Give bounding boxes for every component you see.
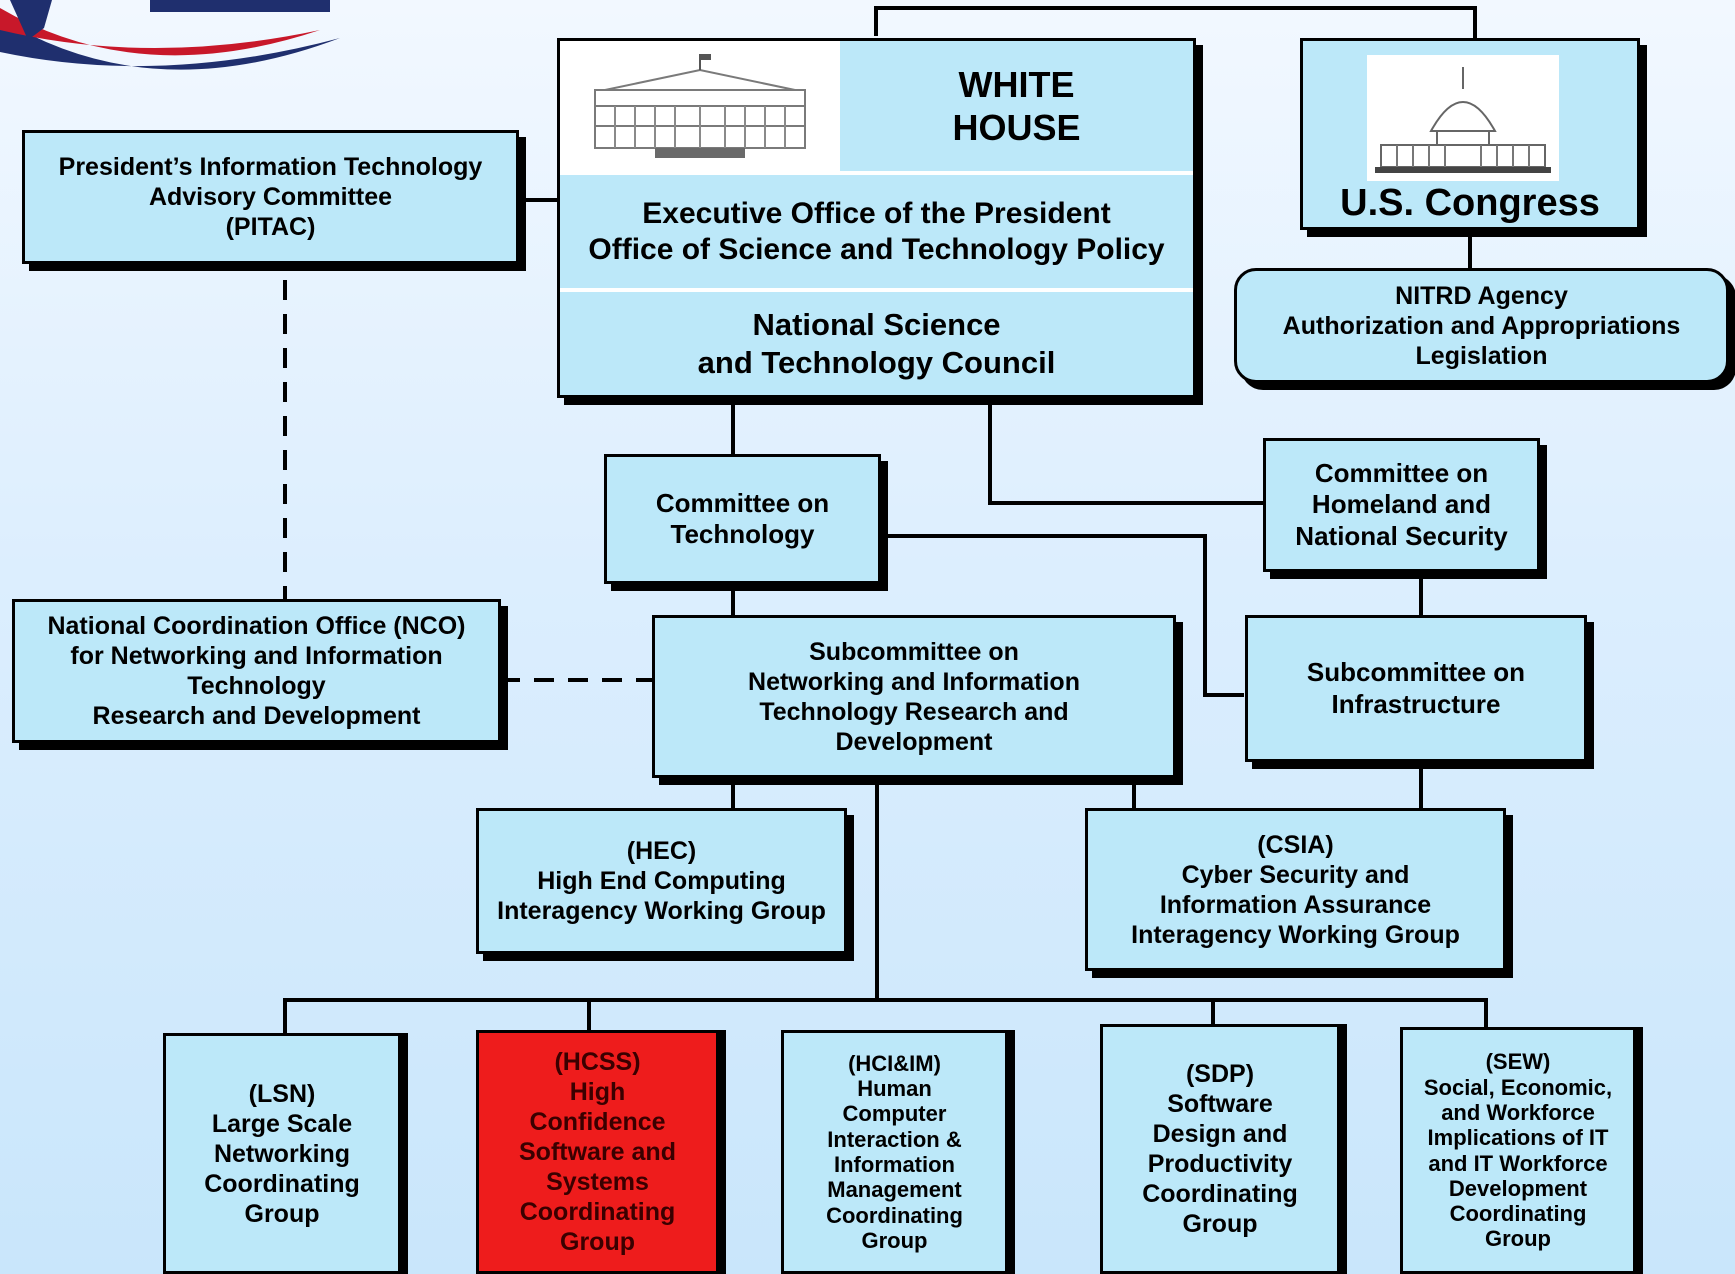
white-house-title-line-1: WHITE (958, 63, 1075, 105)
sdp-line-3: Design and (1152, 1120, 1288, 1148)
sew-line-3: and Workforce (1441, 1099, 1595, 1125)
sew-line-1: (SEW) (1485, 1049, 1551, 1075)
congress-title: U.S. Congress (1340, 182, 1600, 224)
sew-box: (SEW) Social, Economic, and Workforce Im… (1400, 1027, 1636, 1274)
legislation-line-1: NITRD Agency (1395, 281, 1568, 310)
hcss-line-5: Systems (546, 1168, 649, 1196)
nco-box: National Coordination Office (NCO) for N… (12, 599, 501, 743)
pitac-line-1: President’s Information Technology (58, 153, 483, 181)
hec-line-3: Interagency Working Group (497, 897, 826, 925)
hec-line-1: (HEC) (626, 837, 697, 865)
legislation-line-2: Authorization and Appropriations (1282, 311, 1681, 340)
committee-homeland-line-1: Committee on (1314, 458, 1489, 489)
white-house-title-line-2: HOUSE (952, 107, 1081, 148)
csia-line-1: (CSIA) (1257, 830, 1334, 859)
nstc-line-2: and Technology Council (697, 344, 1056, 380)
subcommittee-infrastructure-line-2: Infrastructure (1331, 688, 1501, 719)
subcommittee-infrastructure-line-1: Subcommittee on (1306, 657, 1526, 688)
hcss-line-3: Confidence (529, 1108, 666, 1136)
subcommittee-nitrd-line-2: Networking and Information (748, 667, 1080, 696)
hci-im-line-1: (HCI&IM) (848, 1050, 941, 1076)
pitac-line-2: Advisory Committee (148, 183, 393, 211)
white-house-box: WHITE HOUSE Executive Office of the Pres… (557, 38, 1196, 398)
csia-line-2: Cyber Security and (1181, 860, 1410, 889)
sdp-line-5: Coordinating (1142, 1180, 1298, 1208)
pitac-line-3: (PITAC) (225, 213, 316, 241)
lsn-line-3: Networking (213, 1139, 351, 1168)
eop-ostp-section: Executive Office of the President Office… (560, 171, 1193, 292)
nco-line-4: Research and Development (92, 702, 421, 730)
sdp-line-6: Group (1182, 1210, 1258, 1238)
capitol-illustration (1375, 67, 1551, 173)
white-house-header: WHITE HOUSE (560, 41, 1193, 171)
hec-box: (HEC) High End Computing Interagency Wor… (476, 808, 847, 954)
hci-im-line-3: Computer (842, 1101, 947, 1127)
white-house-illustration (594, 54, 806, 158)
sew-line-7: Coordinating (1449, 1201, 1587, 1227)
hcss-line-7: Group (560, 1228, 635, 1256)
white-house-title: WHITE HOUSE (840, 41, 1193, 171)
capitol-image (1367, 55, 1559, 181)
subcommittee-nitrd-line-4: Development (835, 727, 993, 756)
hcss-line-2: High (569, 1078, 626, 1106)
hci-im-box: (HCI&IM) Human Computer Interaction & In… (781, 1030, 1008, 1274)
csia-box: (CSIA) Cyber Security and Information As… (1085, 808, 1506, 971)
sew-line-5: and IT Workforce (1428, 1150, 1608, 1176)
sdp-box: (SDP) Software Design and Productivity C… (1100, 1024, 1340, 1274)
committee-homeland-box: Committee on Homeland and National Secur… (1263, 438, 1540, 572)
sdp-line-2: Software (1167, 1090, 1273, 1118)
congress-box: U.S. Congress (1300, 38, 1640, 230)
hci-im-line-4: Interaction & (827, 1126, 962, 1152)
lsn-line-2: Large Scale (211, 1109, 353, 1138)
nstc-line-1: National Science (752, 307, 1001, 343)
sew-line-6: Development (1448, 1175, 1588, 1201)
nco-line-3: Technology (187, 672, 326, 700)
sdp-line-4: Productivity (1147, 1150, 1293, 1178)
white-house-image (560, 41, 840, 171)
sdp-line-1: (SDP) (1185, 1060, 1255, 1088)
committee-technology-box: Committee on Technology (604, 454, 881, 584)
committee-homeland-line-3: National Security (1295, 520, 1508, 551)
subcommittee-nitrd-line-1: Subcommittee on (809, 637, 1019, 666)
nitrd-legislation-box: NITRD Agency Authorization and Appropria… (1234, 268, 1729, 383)
hci-im-line-5: Information (834, 1152, 955, 1177)
pitac-box: President’s Information Technology Advis… (22, 130, 519, 264)
hcss-line-6: Coordinating (519, 1198, 676, 1226)
subcommittee-nitrd-box: Subcommittee on Networking and Informati… (652, 615, 1176, 778)
lsn-line-1: (LSN) (248, 1079, 316, 1108)
lsn-line-4: Coordinating (204, 1169, 360, 1198)
csia-line-3: Information Assurance (1159, 890, 1432, 919)
nco-line-2: for Networking and Information (70, 642, 443, 670)
hcss-line-4: Software and (519, 1138, 676, 1166)
hcss-line-1: (HCSS) (554, 1048, 641, 1076)
lsn-box: (LSN) Large Scale Networking Coordinatin… (163, 1033, 401, 1274)
committee-technology-line-2: Technology (670, 519, 815, 549)
csia-line-4: Interagency Working Group (1131, 920, 1460, 949)
hcss-box: (HCSS) High Confidence Software and Syst… (476, 1030, 719, 1274)
nstc-section: National Science and Technology Council (560, 292, 1193, 395)
sew-line-2: Social, Economic, (1423, 1074, 1613, 1100)
hci-im-line-2: Human (857, 1076, 932, 1102)
nitrd-logo (0, 0, 340, 70)
lsn-line-5: Group (244, 1199, 320, 1228)
eop-line-1: Executive Office of the President (642, 196, 1111, 230)
sew-line-4: Implications of IT (1427, 1125, 1609, 1151)
hci-im-line-8: Group (861, 1227, 928, 1253)
committee-technology-line-1: Committee on (655, 487, 830, 518)
eop-line-2: Office of Science and Technology Policy (588, 232, 1165, 266)
nco-line-1: National Coordination Office (NCO) (47, 612, 466, 640)
committee-homeland-line-2: Homeland and (1311, 489, 1492, 520)
subcommittee-nitrd-line-3: Technology Research and (759, 697, 1069, 726)
hci-im-line-6: Management (827, 1177, 962, 1203)
hci-im-line-7: Coordinating (826, 1202, 963, 1228)
sew-line-8: Group (1485, 1226, 1551, 1252)
legislation-line-3: Legislation (1415, 341, 1548, 370)
subcommittee-infrastructure-box: Subcommittee on Infrastructure (1245, 615, 1587, 762)
hec-line-2: High End Computing (537, 867, 786, 895)
